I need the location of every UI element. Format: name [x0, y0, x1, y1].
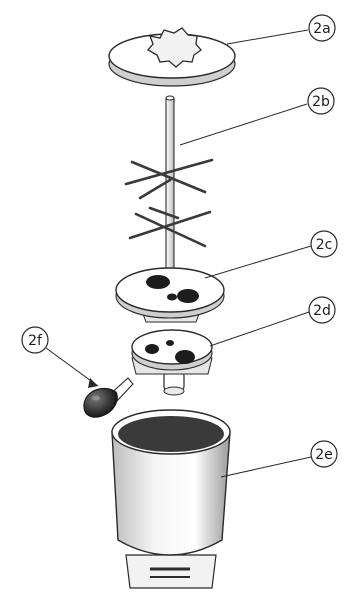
callout-2a-label: 2a	[313, 21, 331, 37]
callout-2d-label: 2d	[313, 303, 331, 319]
callout-2d: 2d	[308, 296, 336, 324]
part-2e-cup	[111, 409, 231, 589]
cross-blades	[124, 158, 214, 248]
part-2c-disc	[115, 267, 225, 323]
callout-2b: 2b	[307, 87, 335, 115]
part-2b-rod-blades	[124, 95, 214, 275]
callout-2e: 2e	[310, 440, 338, 468]
callout-2b-label: 2b	[312, 94, 330, 110]
callout-leaders	[45, 29, 312, 478]
callout-2c: 2c	[310, 230, 338, 258]
callout-2e-label: 2e	[315, 447, 333, 463]
arrow-head-icon	[88, 378, 98, 388]
part-2f-ball	[83, 377, 134, 418]
star-knob-icon	[146, 27, 202, 68]
callout-2a: 2a	[308, 14, 336, 42]
part-2a-lid	[108, 27, 236, 87]
callout-2f-label: 2f	[28, 333, 43, 349]
callout-2f: 2f	[21, 326, 49, 354]
part-2d-disc-nozzle	[131, 329, 213, 396]
callout-2c-label: 2c	[316, 237, 333, 253]
